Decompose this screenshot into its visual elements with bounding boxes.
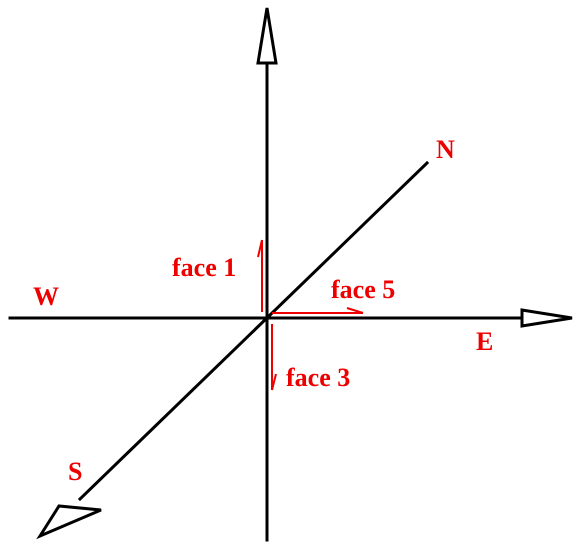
face3-label: face 3 xyxy=(286,363,350,392)
face5-label: face 5 xyxy=(331,275,395,304)
face3-arrow-tip xyxy=(271,373,277,391)
face1-label: face 1 xyxy=(172,253,236,282)
north-label: N xyxy=(436,135,455,164)
horizontal-axis-arrowhead xyxy=(520,308,573,328)
vertical-axis-arrowhead xyxy=(256,7,278,65)
south-label: S xyxy=(68,457,82,486)
face1-arrow-tip xyxy=(257,239,263,258)
face5-arrow-tip xyxy=(346,307,364,314)
diagonal-axis-arrowhead xyxy=(36,504,102,540)
west-label: W xyxy=(33,282,59,311)
east-label: E xyxy=(476,327,493,356)
diagonal-axis xyxy=(77,160,430,502)
